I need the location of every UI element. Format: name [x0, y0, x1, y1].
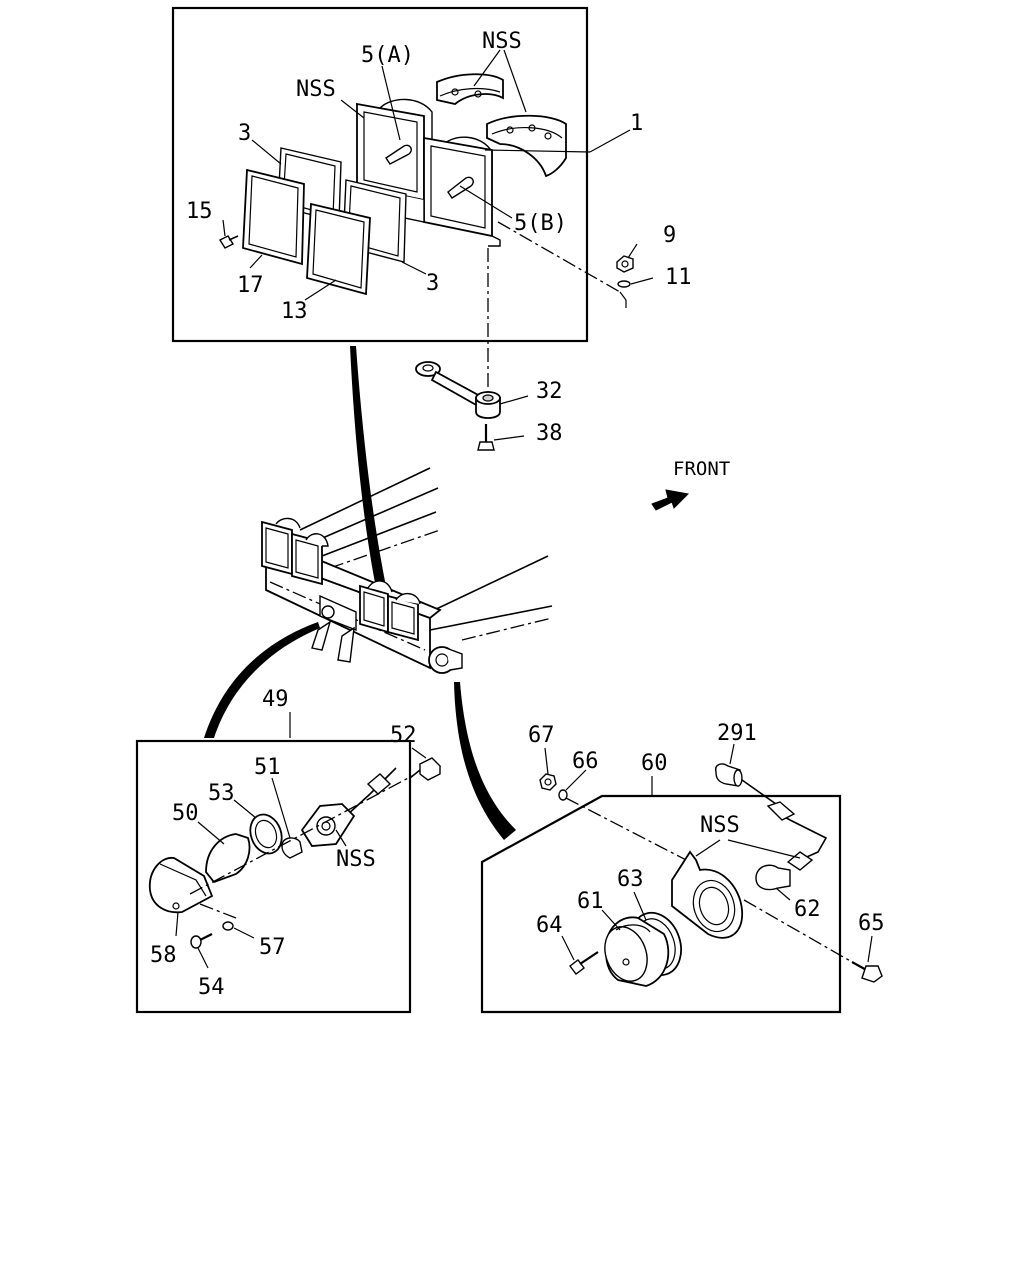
top-assembly-group: NSS 5(A) NSS 1 3 15 5(B) 9 11 17 13 3 [171, 6, 692, 396]
arrow-right-icon [651, 489, 690, 511]
connector-52 [418, 757, 442, 781]
label-57: 57 [259, 935, 286, 960]
label-65: 65 [858, 911, 885, 936]
bracket-32 [415, 361, 501, 419]
label-64: 64 [536, 913, 563, 938]
label-front: FRONT [673, 458, 730, 480]
nut-9 [616, 255, 634, 273]
label-nss-top: NSS [482, 29, 522, 54]
label-32: 32 [536, 379, 563, 404]
label-nss-right: NSS [700, 813, 740, 838]
label-66: 66 [572, 749, 599, 774]
label-50: 50 [172, 801, 199, 826]
label-3-upper: 3 [238, 121, 251, 146]
label-291: 291 [717, 721, 757, 746]
label-13: 13 [281, 299, 308, 324]
label-1: 1 [630, 111, 643, 136]
label-5a: 5(A) [361, 43, 414, 68]
lamp-housing [356, 102, 501, 247]
socket-nss [300, 803, 356, 847]
label-38: 38 [536, 421, 563, 446]
pointer-right [454, 682, 516, 840]
bulb-62 [755, 864, 791, 891]
right-inset-frame [480, 794, 842, 1014]
label-5b: 5(B) [514, 211, 567, 236]
grommet-291 [714, 763, 743, 787]
top-inset-frame [171, 6, 589, 343]
pointer-left [204, 622, 320, 738]
nss-cover-lower [486, 114, 567, 178]
label-60: 60 [641, 751, 668, 776]
label-11: 11 [665, 265, 692, 290]
nss-cover-upper [436, 73, 504, 105]
screw-64 [569, 951, 599, 975]
label-49: 49 [262, 687, 289, 712]
front-indicator: FRONT [651, 458, 730, 511]
label-nss-left: NSS [296, 77, 336, 102]
label-nss-mid: NSS [336, 847, 376, 872]
bracket-group: 32 38 [415, 361, 563, 451]
lamp-body-61 [604, 916, 670, 987]
lens-50 [205, 833, 251, 884]
bracket-nss [671, 850, 743, 939]
vehicle-overview [261, 467, 553, 674]
bolt-65 [851, 961, 883, 983]
label-52: 52 [390, 723, 417, 748]
bolt-38 [477, 424, 495, 451]
pointer-top [350, 346, 388, 598]
left-inset-frame [135, 739, 412, 1014]
label-58: 58 [150, 943, 177, 968]
label-53: 53 [208, 781, 235, 806]
nut-67 [539, 773, 557, 791]
label-62: 62 [794, 897, 821, 922]
label-3-lower: 3 [426, 271, 439, 296]
label-17: 17 [237, 273, 264, 298]
label-15: 15 [186, 199, 213, 224]
lens-17 [242, 168, 305, 266]
label-54: 54 [198, 975, 225, 1000]
label-51: 51 [254, 755, 281, 780]
washer-11 [617, 280, 631, 288]
washer-66 [558, 789, 568, 801]
gasket-53 [249, 813, 283, 855]
housing-58 [149, 857, 214, 914]
bulb-51 [281, 837, 303, 859]
screw-15 [218, 235, 239, 249]
label-9: 9 [663, 223, 676, 248]
label-61: 61 [577, 889, 604, 914]
screw-54 [190, 933, 213, 949]
lens-13 [306, 202, 371, 296]
label-63: 63 [617, 867, 644, 892]
side-lamp-group: 49 52 51 53 50 NSS 58 57 54 [135, 687, 442, 1014]
label-67: 67 [528, 723, 555, 748]
fog-lamp-group: 67 66 60 291 NSS 63 61 62 64 65 [480, 721, 885, 1014]
washer-57 [222, 921, 234, 931]
